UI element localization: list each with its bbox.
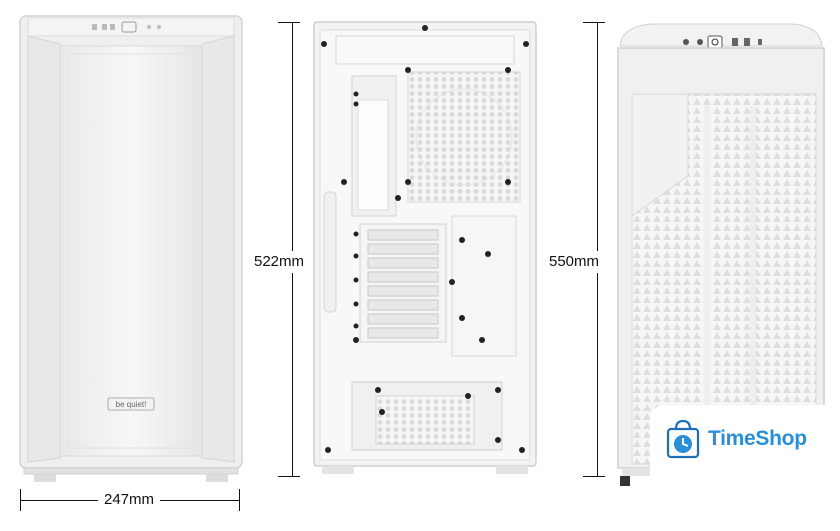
front-io-port [744, 38, 750, 46]
front-badge: be quiet! [116, 400, 147, 409]
power-button [707, 35, 723, 49]
watermark-brand: TimeShop [708, 427, 807, 450]
shopping-bag-clock-icon [666, 419, 700, 459]
front-io-port [92, 24, 97, 30]
watermark: TimeShop [650, 405, 840, 480]
front-io-port [758, 39, 762, 45]
height-dimension-label-left: 522mm [254, 251, 305, 273]
height-dimension-line-left [292, 22, 293, 477]
front-io-port [732, 38, 738, 46]
front-mesh-panel [59, 45, 203, 457]
power-button [121, 21, 137, 33]
width-dimension-label: 247mm [98, 491, 161, 509]
front-io-port [683, 39, 689, 45]
front-io-port [157, 25, 161, 29]
front-io-port [147, 25, 151, 29]
front-io-port [697, 39, 703, 45]
psu-fan-mesh [375, 395, 475, 445]
case-side-interior-view [313, 21, 537, 474]
height-dimension-label-right: 550mm [549, 251, 600, 273]
front-io-port [102, 24, 107, 30]
expansion-slots [359, 223, 447, 343]
front-io-port [110, 24, 115, 30]
case-front-view: be quiet! [19, 15, 243, 482]
case-angled-front-view [617, 23, 825, 486]
rear-fan-mesh [407, 71, 521, 203]
height-dimension-line-right [597, 22, 598, 477]
